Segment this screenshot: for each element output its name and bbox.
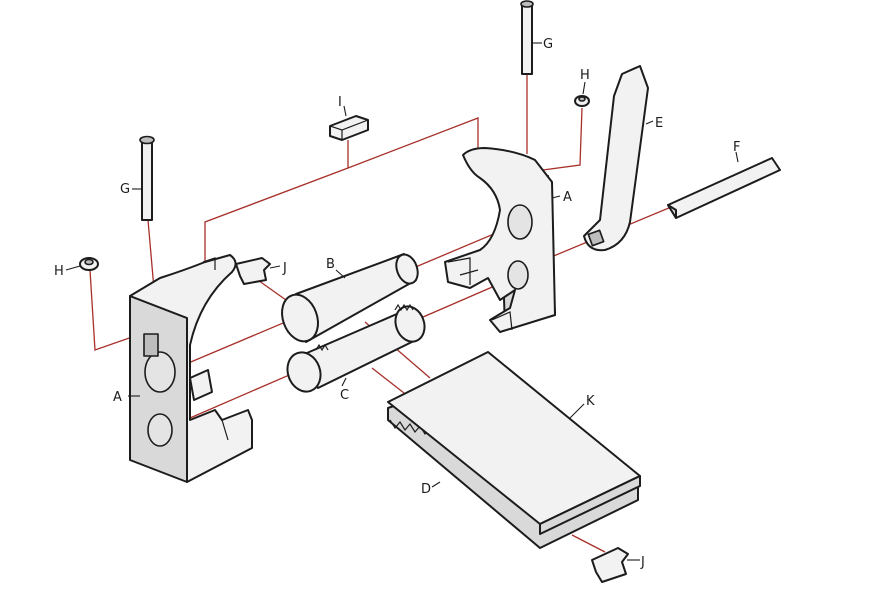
label-d: D — [421, 482, 431, 497]
label-h-right: H — [580, 68, 590, 83]
label-f: F — [733, 140, 740, 155]
frame-a-left-lower-hole — [147, 413, 173, 447]
clip-j-upper — [235, 257, 271, 285]
pin-g-right — [520, 0, 534, 75]
bed-k — [387, 351, 641, 535]
label-e: E — [655, 116, 663, 131]
clip-j-lower — [591, 547, 629, 583]
frame-a-left — [129, 254, 253, 483]
nut-h-right — [574, 95, 590, 107]
label-b: B — [326, 257, 335, 272]
roller-c — [286, 303, 426, 393]
roller-b — [281, 253, 419, 343]
label-j-lower: J — [640, 555, 645, 570]
frame-a-right — [444, 147, 556, 333]
label-g-right: G — [543, 37, 553, 52]
label-h-left: H — [54, 264, 64, 279]
explode-line-j-lower — [571, 534, 606, 553]
label-g-left: G — [120, 182, 130, 197]
handle-e — [583, 65, 649, 252]
explode-line-bed-c — [371, 367, 405, 394]
label-a-left: A — [113, 390, 122, 405]
frame-a-right-upper-hole — [507, 204, 533, 240]
frame-a-left-upper-hole — [144, 351, 176, 393]
callouts: A A B C D E F G G H H I J J K — [54, 37, 740, 570]
label-k: K — [586, 394, 595, 409]
shaft-f — [667, 157, 781, 219]
pin-g-left — [139, 135, 155, 221]
nut-h-left — [79, 257, 99, 271]
label-i: I — [338, 95, 342, 110]
frame-a-right-lower-hole — [507, 260, 529, 290]
label-j-upper: J — [282, 261, 287, 276]
bracket-i — [329, 115, 369, 141]
label-c: C — [340, 388, 349, 403]
explode-line-h-right — [527, 107, 583, 173]
label-a-right: A — [563, 190, 572, 205]
